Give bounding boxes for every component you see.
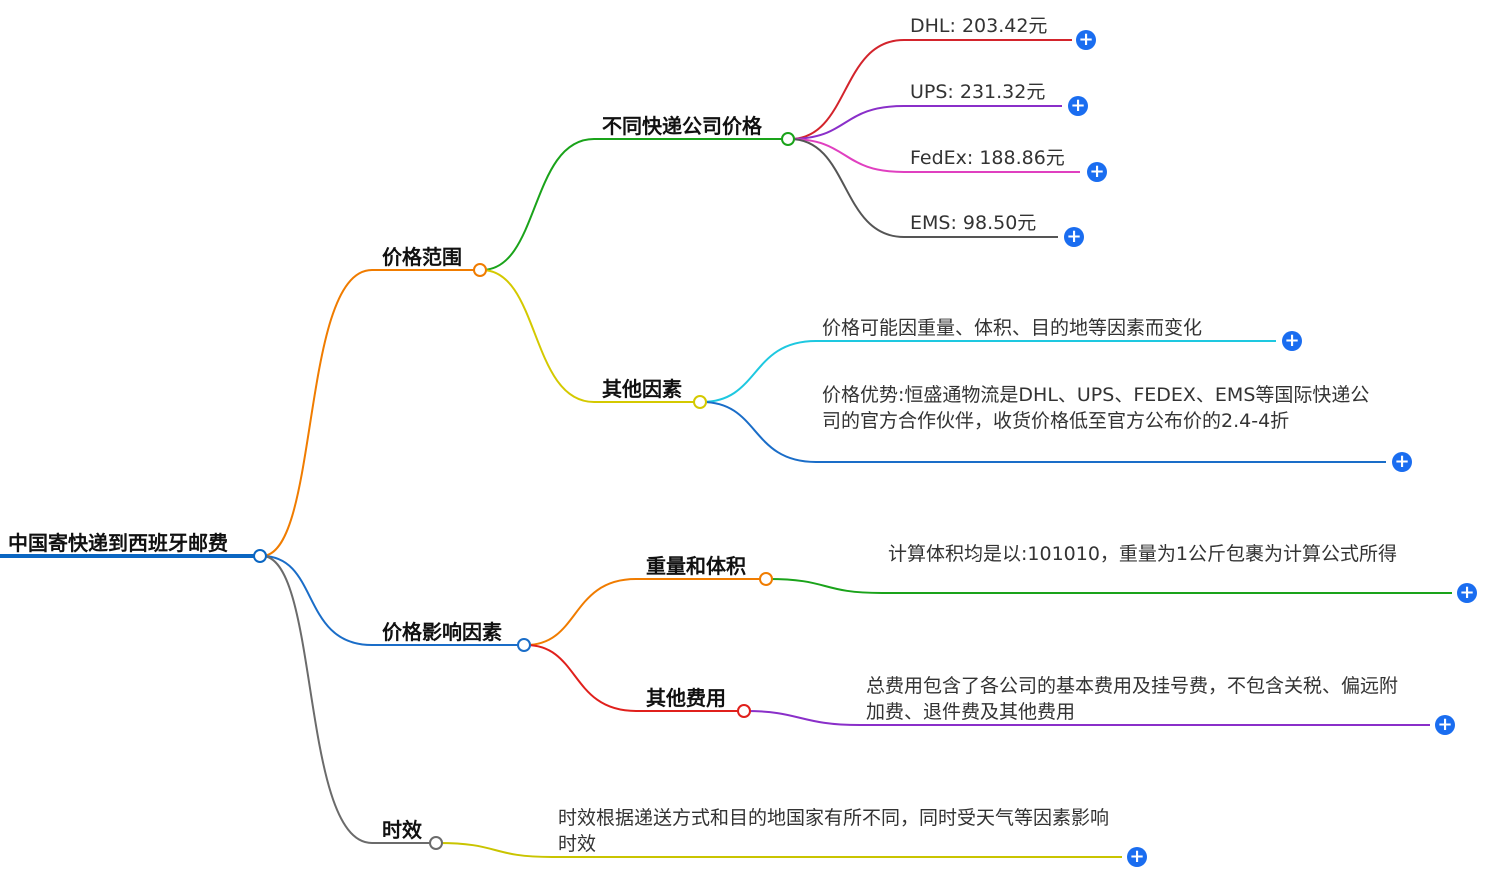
edge-price-range-carriers	[481, 138, 788, 271]
expand-ems-plus-icon[interactable]: +	[1064, 227, 1084, 247]
sub-other-label: 其他因素	[602, 377, 682, 401]
root-node-label: 中国寄快递到西班牙邮费	[8, 531, 228, 555]
edge-root-price-range	[261, 269, 480, 557]
expand-other-a-plus-icon[interactable]: +	[1282, 331, 1302, 351]
leaf-time: 时效根据递送方式和目的地国家有所不同，同时受天气等因素影响时效	[558, 807, 1110, 855]
edge-weight-leaf	[767, 578, 1452, 594]
expand-fedex-plus-icon[interactable]: +	[1087, 162, 1107, 182]
edge-carrier-ups	[789, 105, 1062, 140]
expand-other-b-plus-icon[interactable]: +	[1392, 452, 1412, 472]
sub-weight-label: 重量和体积	[646, 554, 746, 578]
leaf-dhl: DHL: 203.42元	[910, 15, 1048, 37]
sub-weight-toggle[interactable]	[759, 572, 773, 586]
expand-weight-plus-icon[interactable]: +	[1457, 583, 1477, 603]
branch-price-range-label: 价格范围	[382, 245, 462, 269]
leaf-fedex: FedEx: 188.86元	[910, 147, 1065, 169]
edge-root-factors	[261, 555, 524, 646]
expand-dhl-plus-icon[interactable]: +	[1076, 30, 1096, 50]
edge-factors-fees	[525, 644, 744, 712]
branch-time-toggle[interactable]	[429, 836, 443, 850]
branch-price-range-toggle[interactable]	[473, 263, 487, 277]
expand-ups-plus-icon[interactable]: +	[1068, 96, 1088, 116]
edge-carrier-dhl	[789, 39, 1072, 140]
edge-carrier-fedex	[789, 138, 1080, 173]
leaf-ems: EMS: 98.50元	[910, 212, 1037, 234]
edge-fees-leaf	[745, 710, 1430, 726]
expand-time-plus-icon[interactable]: +	[1127, 847, 1147, 867]
sub-carriers-label: 不同快递公司价格	[602, 114, 762, 138]
root-node-toggle[interactable]	[253, 549, 267, 563]
branch-factors-label: 价格影响因素	[382, 620, 502, 644]
sub-fees-toggle[interactable]	[737, 704, 751, 718]
edge-factors-weight	[525, 578, 766, 646]
leaf-other-a: 价格可能因重量、体积、目的地等因素而变化	[822, 317, 1203, 339]
sub-carriers-toggle[interactable]	[781, 132, 795, 146]
sub-fees-label: 其他费用	[646, 686, 726, 710]
branch-factors-toggle[interactable]	[517, 638, 531, 652]
leaf-other-b: 价格优势:恒盛通物流是DHL、UPS、FEDEX、EMS等国际快递公司的官方合作…	[822, 384, 1370, 432]
edge-price-range-other	[481, 269, 700, 403]
sub-other-toggle[interactable]	[693, 395, 707, 409]
expand-fees-plus-icon[interactable]: +	[1435, 715, 1455, 735]
leaf-weight: 计算体积均是以:101010，重量为1公斤包裹为计算公式所得	[888, 543, 1398, 565]
edge-root-time	[261, 555, 436, 844]
edge-other-a	[701, 340, 1276, 403]
edge-other-b	[701, 401, 1386, 463]
edge-time-leaf	[437, 842, 1122, 858]
leaf-ups: UPS: 231.32元	[910, 81, 1046, 103]
edge-carrier-ems	[789, 138, 1058, 238]
leaf-fees: 总费用包含了各公司的基本费用及挂号费，不包含关税、偏远附加费、退件费及其他费用	[866, 675, 1399, 723]
branch-time-label: 时效	[382, 818, 422, 842]
